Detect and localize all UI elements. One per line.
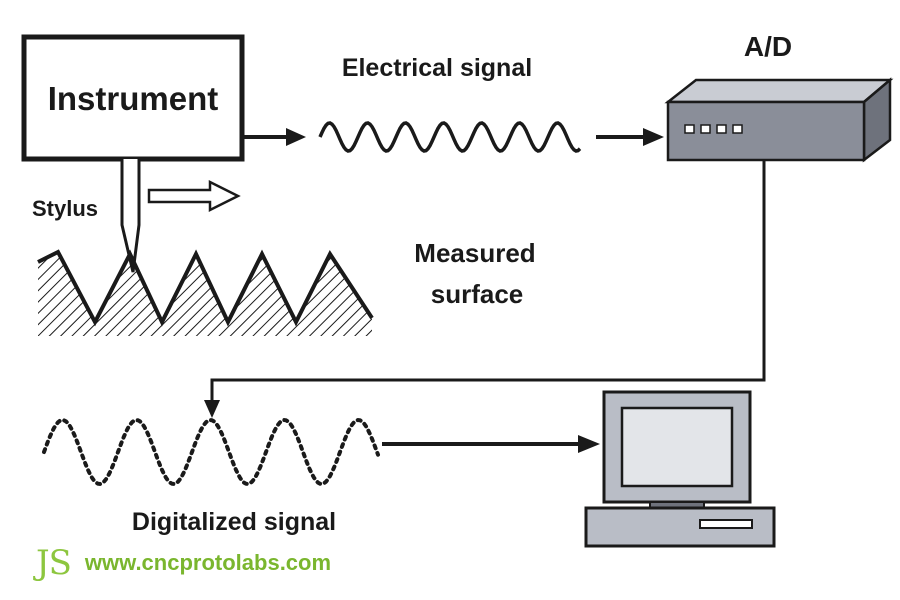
arrow-instrument-to-signal-head <box>286 128 306 146</box>
ad-label: A/D <box>744 31 792 62</box>
electrical-signal-wave <box>318 121 582 153</box>
arrow-signal-to-ad-head <box>643 128 664 146</box>
ad-converter-device <box>664 77 894 163</box>
electrical-signal-label: Electrical signal <box>342 54 532 82</box>
watermark-logo: JS <box>36 543 72 583</box>
stylus-label: Stylus <box>32 196 98 221</box>
motion-direction-arrow <box>147 179 241 213</box>
measured-surface-hatch <box>38 252 372 336</box>
connector-ad-to-digital-head <box>204 400 220 418</box>
connector-ad-to-digital <box>210 160 766 406</box>
watermark-url: www.cncprotolabs.com <box>84 550 332 575</box>
measured-surface-label-line1: Measured <box>414 238 535 268</box>
watermark: JS www.cncprotolabs.com <box>36 546 331 580</box>
digitalized-signal-label: Digitalized signal <box>132 508 336 536</box>
computer-icon <box>584 390 776 548</box>
measured-surface-label-line2: surface <box>431 279 524 309</box>
digitalized-signal-wave <box>42 417 380 487</box>
measured-surface-profile <box>37 249 374 327</box>
instrument-label: Instrument <box>48 80 219 117</box>
instrument-box <box>21 34 245 162</box>
arrow-digital-to-computer-head <box>578 435 600 453</box>
